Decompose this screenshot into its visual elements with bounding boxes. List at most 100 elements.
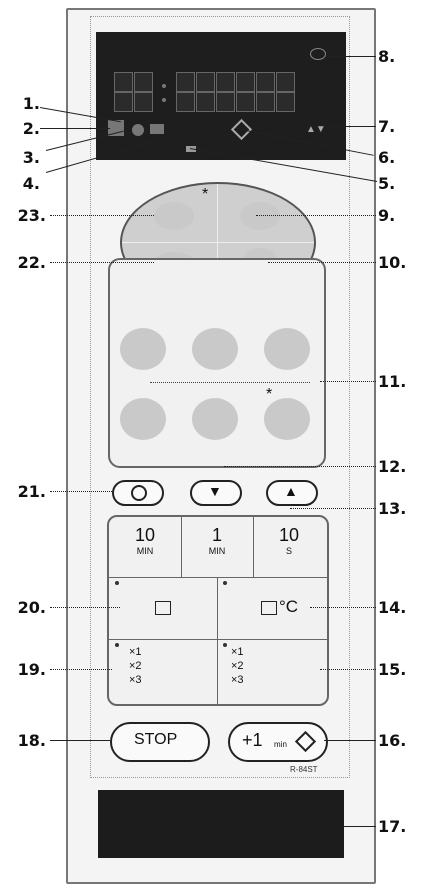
digit-segment <box>276 72 295 92</box>
function-keys-block: 10 MIN 1 MIN 10 S °C ×1 ×2 ×3 ×1 ×2 ×3 <box>107 515 329 706</box>
digit-segment <box>216 72 235 92</box>
plus-one-min-start-button[interactable]: +1 min <box>228 722 328 762</box>
vegetable-button[interactable] <box>192 398 238 440</box>
multiplier-x2: ×2 <box>129 659 142 673</box>
up-button[interactable]: ▲ <box>266 480 318 506</box>
colon-dot <box>162 84 166 88</box>
combination-button[interactable]: ×1 ×2 ×3 <box>231 645 244 687</box>
callout-15: 15. <box>378 660 406 679</box>
callout-2: 2. <box>0 119 40 138</box>
multiplier-x3: ×3 <box>129 673 142 687</box>
microwave-button-icon[interactable] <box>155 601 171 615</box>
grill-indicator-icon <box>150 124 164 134</box>
callout-6: 6. <box>378 148 395 167</box>
leader-line <box>224 466 376 467</box>
indicator-dot <box>223 581 227 585</box>
kebab-button[interactable] <box>264 328 310 370</box>
convection-button-icon[interactable] <box>261 601 277 615</box>
plus-one-label: +1 <box>242 730 263 751</box>
one-min-value: 1 <box>181 525 253 546</box>
digit-segment <box>196 72 215 92</box>
callout-10: 10. <box>378 253 406 272</box>
chicken-pieces-button[interactable] <box>264 398 310 440</box>
ten-min-button[interactable]: 10 MIN <box>109 525 181 556</box>
callout-12: 12. <box>378 457 406 476</box>
ten-sec-button[interactable]: 10 S <box>253 525 325 556</box>
up-down-indicator-icon: ▲▼ <box>306 124 326 135</box>
down-arrow-icon: ▼ <box>208 483 222 499</box>
model-number: R-84ST <box>290 765 318 774</box>
indicator-dot <box>115 581 119 585</box>
leader-line <box>290 508 376 509</box>
digit-segment <box>236 72 255 92</box>
defrost-indicator-icon <box>132 124 144 136</box>
door-release-button[interactable] <box>98 790 344 858</box>
digit-segment <box>114 72 133 92</box>
leader-line <box>256 215 376 216</box>
frozen-star-icon: * <box>202 186 208 204</box>
digit-segment <box>176 92 195 112</box>
leader-line <box>330 56 376 57</box>
digit-segment <box>256 92 275 112</box>
leader-line <box>50 607 120 608</box>
callout-3: 3. <box>0 148 40 167</box>
stop-label: STOP <box>134 731 177 749</box>
leader-line <box>344 826 376 827</box>
one-min-unit: MIN <box>181 546 253 556</box>
multiplier-x1: ×1 <box>231 645 244 659</box>
leader-line <box>50 740 110 741</box>
multiplier-x2: ×2 <box>231 659 244 673</box>
leader-line <box>50 262 154 263</box>
start-icon <box>295 731 316 752</box>
indicator-dot <box>223 643 227 647</box>
leader-line <box>50 669 112 670</box>
callout-23: 23. <box>6 206 46 225</box>
callout-20: 20. <box>6 598 46 617</box>
ten-sec-unit: S <box>253 546 325 556</box>
leader-line <box>268 262 376 263</box>
callout-13: 13. <box>378 499 406 518</box>
callout-19: 19. <box>6 660 46 679</box>
multiplier-x3: ×3 <box>231 673 244 687</box>
ten-min-unit: MIN <box>109 546 181 556</box>
leader-line <box>330 126 376 127</box>
callout-14: 14. <box>378 598 406 617</box>
callout-21: 21. <box>6 482 46 501</box>
clock-button[interactable] <box>112 480 164 506</box>
divider <box>122 242 314 243</box>
digit-segment <box>256 72 275 92</box>
callout-22: 22. <box>6 253 46 272</box>
microwave-power-button[interactable]: ×1 ×2 ×3 <box>129 645 142 687</box>
leader-line <box>320 381 376 382</box>
digit-segment <box>114 92 133 112</box>
callout-11: 11. <box>378 372 406 391</box>
weight-indicator-icon <box>310 48 326 60</box>
roast-meat-button[interactable] <box>192 328 238 370</box>
start-indicator-icon <box>231 119 252 140</box>
divider <box>109 639 327 640</box>
indicator-dot <box>115 643 119 647</box>
stop-button[interactable]: STOP <box>110 722 210 762</box>
pizza-button[interactable] <box>154 202 194 230</box>
leader-line <box>40 128 110 129</box>
callout-1: 1. <box>0 94 40 113</box>
colon-dot <box>162 98 166 102</box>
callout-8: 8. <box>378 47 395 66</box>
leader-line <box>50 215 154 216</box>
celsius-label: °C <box>279 597 298 617</box>
callout-4: 4. <box>0 174 40 193</box>
callout-18: 18. <box>6 731 46 750</box>
one-min-button[interactable]: 1 MIN <box>181 525 253 556</box>
up-arrow-icon: ▲ <box>284 483 298 499</box>
pizza-button[interactable] <box>240 202 280 230</box>
multiplier-x1: ×1 <box>129 645 142 659</box>
digit-segment <box>276 92 295 112</box>
digit-segment <box>176 72 195 92</box>
auto-menu-block: * <box>108 258 326 468</box>
divider <box>217 577 218 704</box>
digit-segment <box>196 92 215 112</box>
roast-chicken-button[interactable] <box>120 328 166 370</box>
callout-9: 9. <box>378 206 395 225</box>
down-button[interactable]: ▼ <box>190 480 242 506</box>
fish-button[interactable] <box>120 398 166 440</box>
